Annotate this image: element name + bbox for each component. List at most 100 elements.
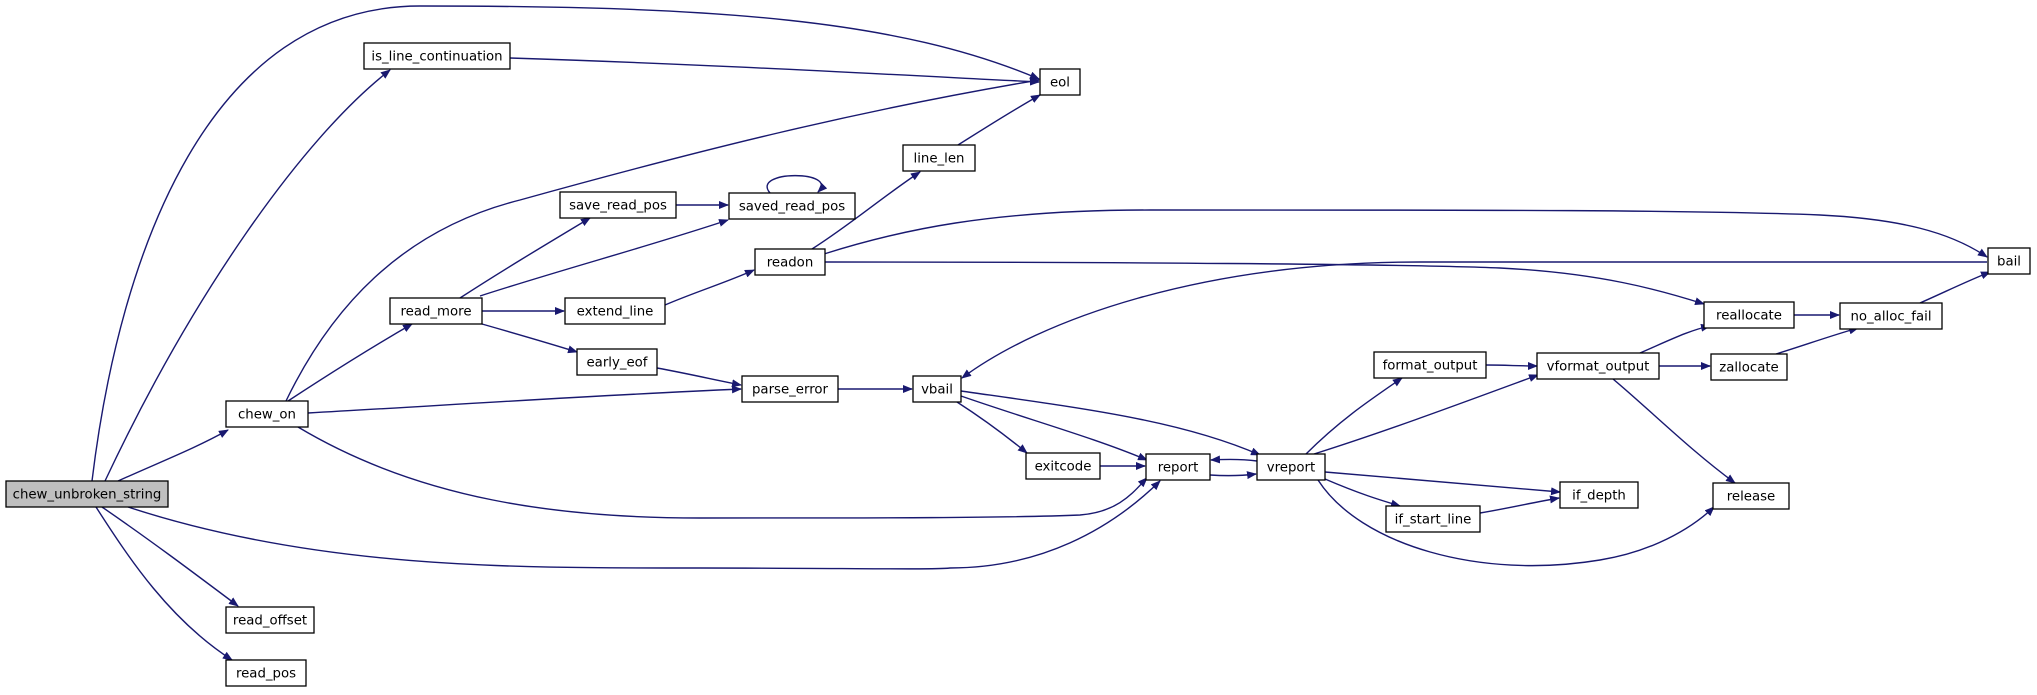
node-vbail[interactable]: vbail bbox=[912, 375, 962, 403]
edge-if_start_line-to-if_depth bbox=[1479, 495, 1560, 514]
node-is_line_continuation[interactable]: is_line_continuation bbox=[363, 42, 511, 70]
edge-vreport-to-format_output bbox=[1305, 377, 1403, 455]
edge-vformat_output-to-reallocate bbox=[1639, 323, 1711, 354]
edge-chew_unbroken_string-to-chew_on bbox=[117, 429, 229, 482]
edge-chew_on-to-read_more bbox=[287, 323, 413, 402]
edge-vbail-to-vreport bbox=[960, 390, 1261, 456]
node-box bbox=[741, 375, 839, 403]
node-label: saved_read_pos bbox=[739, 200, 845, 215]
node-label: format_output bbox=[1383, 359, 1478, 374]
node-line_len[interactable]: line_len bbox=[902, 144, 976, 172]
edge-saved_read_pos-to-saved_read_pos bbox=[766, 174, 828, 194]
node-early_eof[interactable]: early_eof bbox=[576, 348, 658, 376]
node-save_read_pos[interactable]: save_read_pos bbox=[559, 191, 677, 219]
edge-vreport-to-if_depth bbox=[1324, 471, 1561, 496]
node-box bbox=[1145, 453, 1211, 481]
node-box bbox=[225, 659, 307, 687]
node-extend_line[interactable]: extend_line bbox=[564, 297, 666, 325]
node-vreport[interactable]: vreport bbox=[1256, 453, 1326, 481]
edge-chew_unbroken_string-to-read_offset bbox=[101, 506, 239, 607]
node-label: save_read_pos bbox=[569, 199, 667, 214]
node-label: no_alloc_fail bbox=[1850, 310, 1931, 325]
edge-chew_unbroken_string-to-is_line_continuation bbox=[104, 69, 391, 482]
node-chew_unbroken_string[interactable]: chew_unbroken_string bbox=[5, 480, 169, 508]
node-label: read_offset bbox=[233, 614, 307, 629]
edge-read_more-to-save_read_pos bbox=[459, 217, 591, 299]
node-box bbox=[225, 400, 309, 428]
node-report[interactable]: report bbox=[1145, 453, 1211, 481]
node-release[interactable]: release bbox=[1712, 482, 1790, 510]
node-box bbox=[1712, 482, 1790, 510]
node-box bbox=[1710, 353, 1788, 381]
edge-readon-to-reallocate bbox=[824, 261, 1705, 306]
node-label: release bbox=[1727, 490, 1776, 505]
edge-vbail-to-exitcode bbox=[956, 401, 1028, 454]
node-label: eol bbox=[1050, 76, 1070, 91]
node-label: reallocate bbox=[1716, 309, 1782, 324]
node-read_more[interactable]: read_more bbox=[389, 297, 483, 325]
node-label: parse_error bbox=[752, 383, 829, 398]
node-format_output[interactable]: format_output bbox=[1373, 351, 1487, 379]
node-read_offset[interactable]: read_offset bbox=[225, 606, 315, 634]
node-saved_read_pos[interactable]: saved_read_pos bbox=[728, 192, 856, 220]
node-label: zallocate bbox=[1719, 361, 1779, 376]
node-chew_on[interactable]: chew_on bbox=[225, 400, 309, 428]
node-read_pos[interactable]: read_pos bbox=[225, 659, 307, 687]
node-box bbox=[1025, 452, 1101, 480]
node-box bbox=[754, 248, 826, 276]
node-box bbox=[1373, 351, 1487, 379]
node-label: vreport bbox=[1267, 461, 1315, 476]
edge-read_more-to-early_eof bbox=[481, 323, 578, 354]
edge-chew_on-to-eol bbox=[285, 77, 1040, 402]
node-label: early_eof bbox=[586, 356, 647, 371]
node-parse_error[interactable]: parse_error bbox=[741, 375, 839, 403]
node-label: chew_on bbox=[238, 408, 296, 423]
node-label: read_pos bbox=[236, 667, 296, 682]
node-label: vformat_output bbox=[1547, 360, 1650, 375]
node-label: readon bbox=[767, 256, 814, 271]
node-readon[interactable]: readon bbox=[754, 248, 826, 276]
node-vformat_output[interactable]: vformat_output bbox=[1536, 352, 1660, 380]
node-label: read_more bbox=[400, 305, 471, 320]
edge-read_more-to-saved_read_pos bbox=[479, 219, 729, 297]
node-box bbox=[1385, 505, 1481, 533]
edge-chew_unbroken_string-to-report bbox=[127, 480, 1161, 570]
edge-chew_on-to-parse_error bbox=[307, 385, 742, 414]
node-box bbox=[902, 144, 976, 172]
edge-zallocate-to-no_alloc_fail bbox=[1775, 326, 1859, 355]
edge-vformat_output-to-release bbox=[1612, 378, 1736, 484]
node-label: report bbox=[1158, 461, 1199, 476]
node-box bbox=[1839, 302, 1943, 330]
node-label: exitcode bbox=[1035, 460, 1092, 475]
node-label: is_line_continuation bbox=[371, 50, 502, 65]
edge-no_alloc_fail-to-bail bbox=[1919, 271, 1991, 304]
node-box bbox=[1256, 453, 1326, 481]
node-box bbox=[389, 297, 483, 325]
node-if_start_line[interactable]: if_start_line bbox=[1385, 505, 1481, 533]
node-eol[interactable]: eol bbox=[1039, 68, 1081, 96]
node-label: vbail bbox=[921, 383, 953, 398]
node-label: line_len bbox=[914, 152, 965, 167]
node-exitcode[interactable]: exitcode bbox=[1025, 452, 1101, 480]
edge-chew_unbroken_string-to-read_pos bbox=[95, 506, 233, 661]
node-no_alloc_fail[interactable]: no_alloc_fail bbox=[1839, 302, 1943, 330]
node-box bbox=[912, 375, 962, 403]
node-box bbox=[363, 42, 511, 70]
edge-early_eof-to-parse_error bbox=[656, 367, 742, 388]
node-reallocate[interactable]: reallocate bbox=[1703, 301, 1795, 329]
node-bail[interactable]: bail bbox=[1987, 247, 2031, 275]
node-box bbox=[728, 192, 856, 220]
node-if_depth[interactable]: if_depth bbox=[1559, 481, 1639, 509]
node-zallocate[interactable]: zallocate bbox=[1710, 353, 1788, 381]
node-label: if_start_line bbox=[1395, 513, 1472, 528]
edge-vreport-to-vformat_output bbox=[1313, 374, 1539, 455]
edge-vreport-to-report bbox=[1210, 455, 1258, 464]
node-box bbox=[564, 297, 666, 325]
edge-is_line_continuation-to-eol bbox=[509, 57, 1040, 86]
edge-bail-to-vbail bbox=[961, 261, 1987, 379]
edge-readon-to-bail bbox=[823, 209, 1988, 258]
edge-chew_on-to-report bbox=[297, 426, 1148, 519]
node-box bbox=[559, 191, 677, 219]
node-box bbox=[225, 606, 315, 634]
